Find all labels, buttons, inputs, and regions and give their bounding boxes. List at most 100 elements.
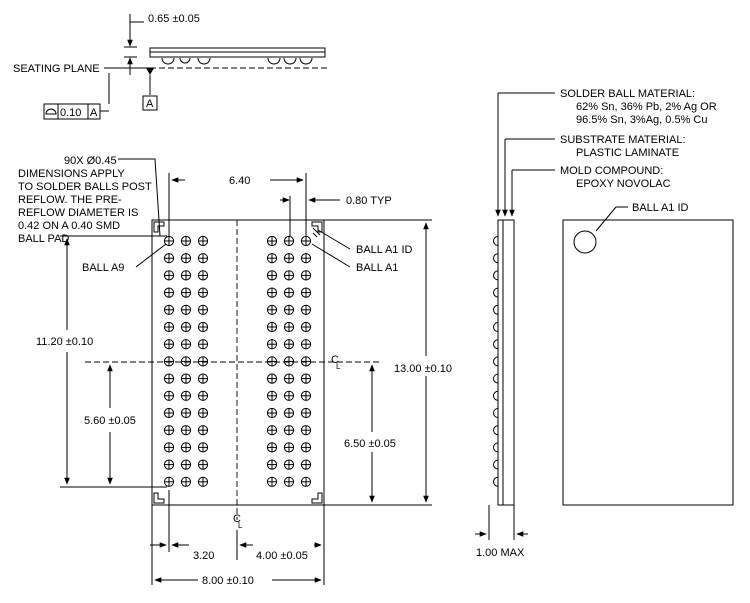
max-height-dimension: 1.00 MAX	[476, 547, 525, 559]
solder-ball	[283, 373, 295, 384]
ball-note: 90X Ø0.45 DIMENSIONS APPLY TO SOLDER BAL…	[18, 155, 161, 245]
solder-ball	[180, 287, 192, 298]
mold-compound-title: MOLD COMPOUND:	[560, 165, 663, 177]
side-solder-ball	[493, 270, 499, 281]
solder-ball	[180, 373, 192, 384]
solder-ball	[197, 304, 209, 315]
solder-ball	[197, 253, 209, 264]
svg-text:90X Ø0.45: 90X Ø0.45	[64, 155, 117, 167]
svg-text:62% Sn, 36% Pb, 2% Ag OR: 62% Sn, 36% Pb, 2% Ag OR	[576, 101, 717, 113]
solder-ball	[197, 442, 209, 453]
solder-ball	[163, 287, 175, 298]
flatness-symbol-icon	[45, 108, 57, 115]
solder-ball	[300, 339, 312, 350]
ball-offset-x-dimension: 3.20	[193, 550, 214, 562]
body-width-dimension: 8.00 ±0.10	[202, 575, 254, 587]
svg-text:A: A	[90, 107, 98, 119]
svg-text:REFLOW. THE PRE-: REFLOW. THE PRE-	[18, 194, 122, 206]
solder-ball	[266, 253, 278, 264]
substrate-material-title: SUBSTRATE MATERIAL:	[560, 134, 686, 146]
ball-a9-label: BALL A9	[82, 262, 124, 274]
solder-ball	[283, 425, 295, 436]
solder-ball	[163, 390, 175, 401]
top-view: BALL A1 ID	[562, 202, 734, 506]
solder-ball	[163, 235, 175, 247]
solder-ball	[266, 407, 278, 419]
solder-ball	[180, 407, 192, 419]
solder-ball	[300, 407, 312, 419]
solder-ball	[266, 373, 278, 384]
solder-ball	[300, 390, 312, 401]
side-solder-ball	[493, 322, 499, 332]
solder-ball	[163, 442, 175, 453]
solder-material-title: SOLDER BALL MATERIAL:	[560, 88, 695, 100]
solder-ball	[180, 235, 192, 247]
package-outline	[151, 219, 325, 506]
solder-ball	[300, 425, 312, 436]
solder-ball	[197, 476, 209, 487]
solder-ball	[197, 287, 209, 298]
side-solder-ball	[493, 459, 499, 470]
solder-ball	[266, 304, 278, 315]
top-ball-a1-id-label: BALL A1 ID	[632, 202, 689, 214]
solder-ball	[283, 253, 295, 264]
solder-ball	[300, 270, 312, 281]
svg-text:0.42 ON A 0.40 SMD: 0.42 ON A 0.40 SMD	[18, 220, 120, 232]
solder-ball	[283, 304, 295, 315]
side-solder-ball	[493, 476, 499, 487]
solder-ball	[300, 321, 312, 333]
solder-ball	[300, 442, 312, 453]
solder-ball	[163, 373, 175, 384]
side-solder-ball	[493, 390, 499, 401]
ball-span-height-dimension: 11.20 ±0.10	[36, 336, 93, 348]
solder-ball	[163, 270, 175, 281]
solder-ball	[300, 356, 312, 367]
solder-ball	[266, 425, 278, 436]
solder-ball	[180, 459, 192, 470]
solder-ball	[163, 459, 175, 470]
side-solder-ball	[493, 236, 499, 246]
solder-ball	[180, 425, 192, 436]
solder-ball	[163, 407, 175, 419]
package-side-body	[497, 219, 515, 506]
side-solder-ball	[493, 253, 499, 264]
bottom-view	[85, 219, 380, 520]
svg-text:EPOXY NOVOLAC: EPOXY NOVOLAC	[576, 178, 671, 190]
solder-ball	[266, 459, 278, 470]
solder-ball	[197, 390, 209, 401]
solder-ball	[300, 373, 312, 384]
solder-ball	[283, 442, 295, 453]
solder-ball	[266, 270, 278, 281]
solder-ball	[197, 459, 209, 470]
ball-a1-label: BALL A1	[356, 262, 398, 274]
solder-ball	[197, 321, 209, 333]
solder-ball	[180, 390, 192, 401]
svg-text:L: L	[238, 521, 243, 530]
solder-ball	[283, 459, 295, 470]
solder-ball	[163, 253, 175, 264]
solder-ball	[180, 339, 192, 350]
seating-plane-label: SEATING PLANE	[13, 63, 100, 75]
solder-ball	[266, 476, 278, 487]
solder-ball	[180, 442, 192, 453]
body-half-width-dimension: 4.00 ±0.05	[256, 550, 308, 562]
side-solder-ball	[493, 339, 499, 350]
solder-ball	[283, 321, 295, 333]
solder-ball	[163, 321, 175, 333]
ball-a1-id-label: BALL A1 ID	[356, 244, 413, 256]
side-solder-ball	[493, 373, 499, 384]
solder-ball	[163, 425, 175, 436]
solder-ball	[163, 476, 175, 487]
solder-ball	[300, 459, 312, 470]
pin1-indicator-icon	[573, 230, 597, 254]
side-profile-view: 0.65 ±0.05 SEATING PLANE A 0.10 A	[13, 13, 330, 120]
centerline-h-label: C	[331, 354, 339, 366]
solder-ball	[180, 270, 192, 281]
column-span-dimension: 6.40	[229, 175, 250, 187]
svg-text:96.5% Sn, 3%Ag, 0.5% Cu: 96.5% Sn, 3%Ag, 0.5% Cu	[576, 114, 707, 126]
solder-ball	[180, 476, 192, 487]
solder-ball	[300, 253, 312, 264]
solder-ball	[300, 304, 312, 315]
side-solder-ball	[493, 287, 499, 298]
